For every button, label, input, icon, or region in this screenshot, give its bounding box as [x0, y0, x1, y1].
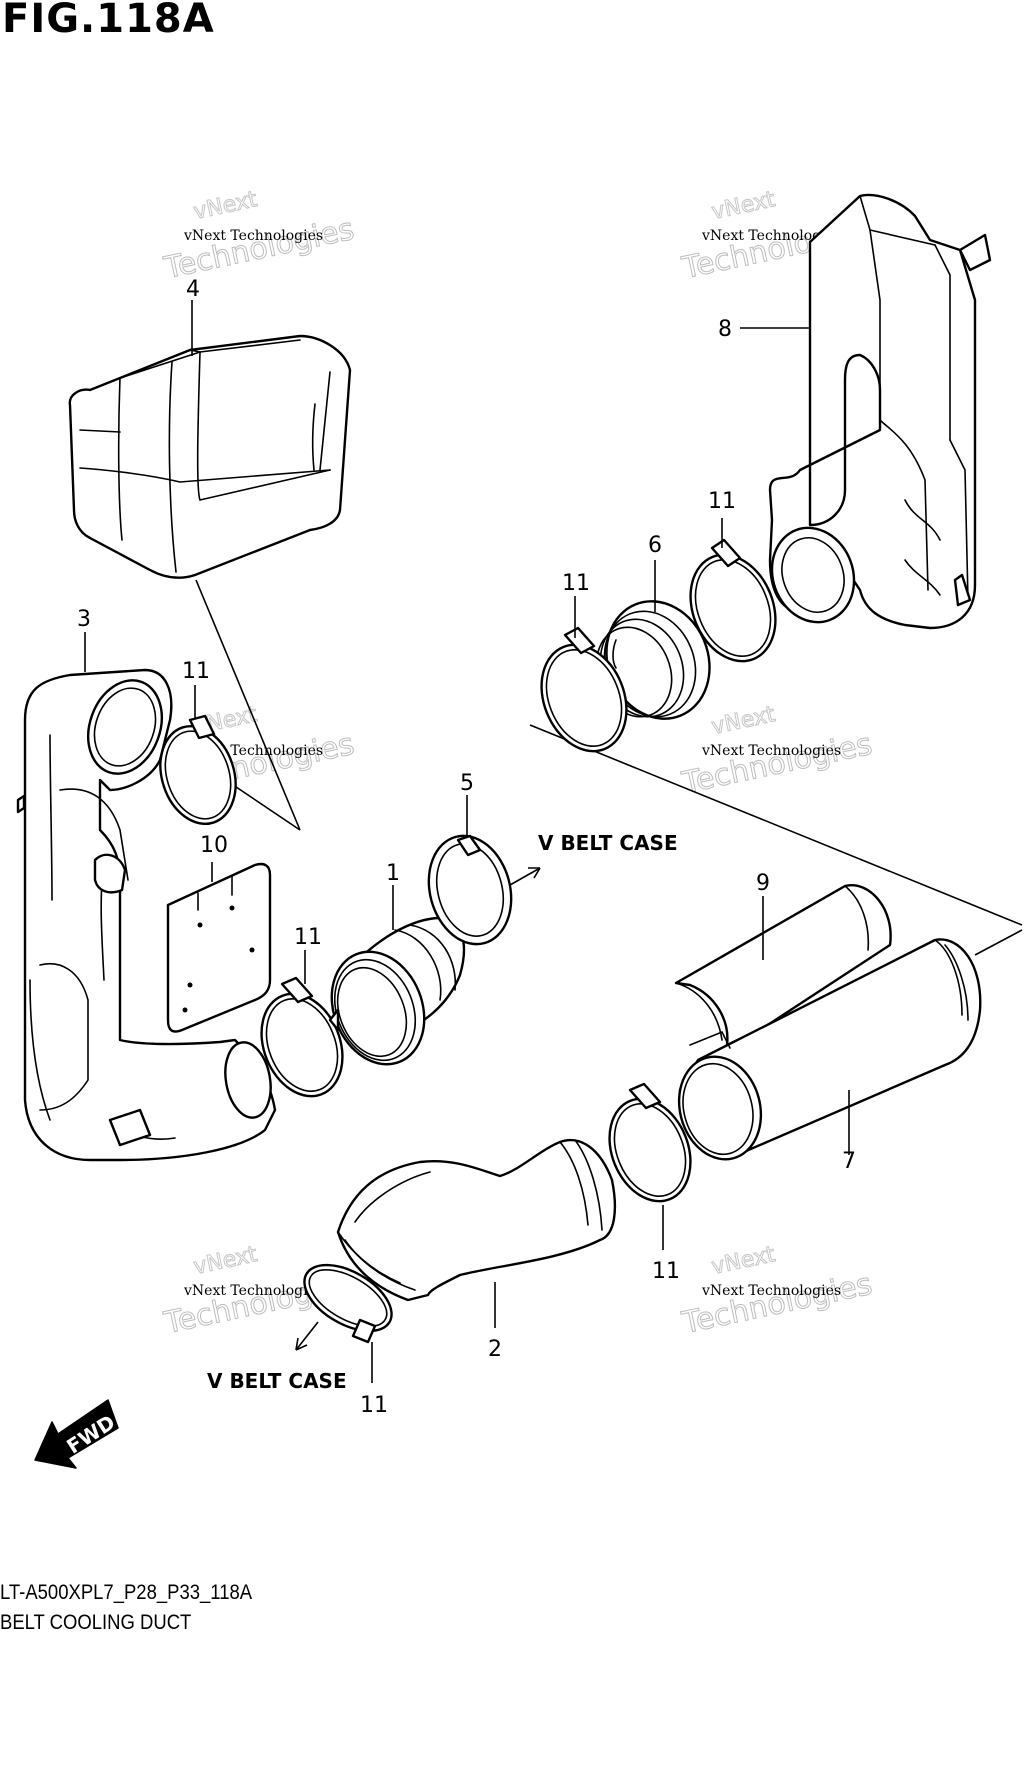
- part-8-upper-duct: [768, 193, 992, 630]
- part-4-cover-box: [68, 334, 352, 579]
- callout-8: 8: [718, 317, 732, 342]
- svg-text:Technologies: Technologies: [678, 727, 875, 802]
- svg-text:Technologies: Technologies: [678, 1267, 875, 1342]
- watermark-text: vNext Technologies: [701, 1283, 841, 1299]
- v-belt-case-note-upper: V BELT CASE: [538, 831, 678, 855]
- svg-text:Technologies: Technologies: [160, 212, 357, 287]
- callout-9: 9: [756, 871, 770, 896]
- direction-arrow-icon: [295, 1321, 319, 1351]
- part-1-joint-sleeve: [328, 916, 466, 1066]
- callout-6: 6: [648, 533, 662, 558]
- svg-text:vNext: vNext: [191, 187, 259, 225]
- callout-1: 1: [386, 861, 400, 886]
- watermark-text: vNext Technologies: [701, 228, 841, 244]
- figure-description: BELT COOLING DUCT: [0, 1611, 192, 1634]
- leader-lines: [84, 300, 850, 1383]
- part-2-lower-elbow-duct: [336, 1139, 617, 1302]
- callout-11-lower-right: 11: [652, 1259, 680, 1284]
- callout-11-middle: 11: [294, 925, 322, 950]
- watermark-text: vNext Technologies: [701, 743, 841, 759]
- svg-text:vNext: vNext: [709, 702, 777, 740]
- fwd-direction-arrow-icon: FWD: [34, 1399, 119, 1469]
- callout-11-left: 11: [182, 659, 210, 684]
- callout-3: 3: [77, 607, 91, 632]
- part-7-long-tube: [677, 938, 982, 1161]
- svg-text:vNext: vNext: [709, 187, 777, 225]
- svg-text:vNext: vNext: [191, 1242, 259, 1280]
- callout-10: 10: [200, 833, 228, 858]
- clamp-lower-right: [608, 1082, 692, 1203]
- clamp-upper-right-1: [689, 538, 777, 663]
- model-code: LT-A500XPL7_P28_P33_118A: [0, 1581, 253, 1604]
- watermark-text: vNext Technologies: [183, 1283, 323, 1299]
- part-3-side-duct: [16, 668, 277, 1162]
- callout-4: 4: [186, 277, 200, 302]
- clamp-bottom: [303, 1263, 393, 1344]
- part-9-half-cover: [674, 884, 892, 1047]
- callout-11-bottom: 11: [360, 1393, 388, 1418]
- clamp-upper-right-2: [540, 626, 628, 753]
- watermark-text: vNext Technologies: [183, 228, 323, 244]
- callout-11-upper-right: 11: [708, 489, 736, 514]
- svg-text:vNext: vNext: [709, 1242, 777, 1280]
- figure-title: FIG.118A: [2, 0, 215, 42]
- callout-11-upper-middle: 11: [562, 571, 590, 596]
- part-10-seal-plate: [166, 862, 272, 1033]
- callout-5: 5: [460, 771, 474, 796]
- direction-arrow-icon: [509, 867, 541, 886]
- callout-7: 7: [842, 1149, 856, 1174]
- callout-2: 2: [488, 1337, 502, 1362]
- part-5-seal-ring: [427, 834, 513, 946]
- v-belt-case-note-lower: V BELT CASE: [207, 1369, 347, 1393]
- clamp-left: [159, 714, 237, 826]
